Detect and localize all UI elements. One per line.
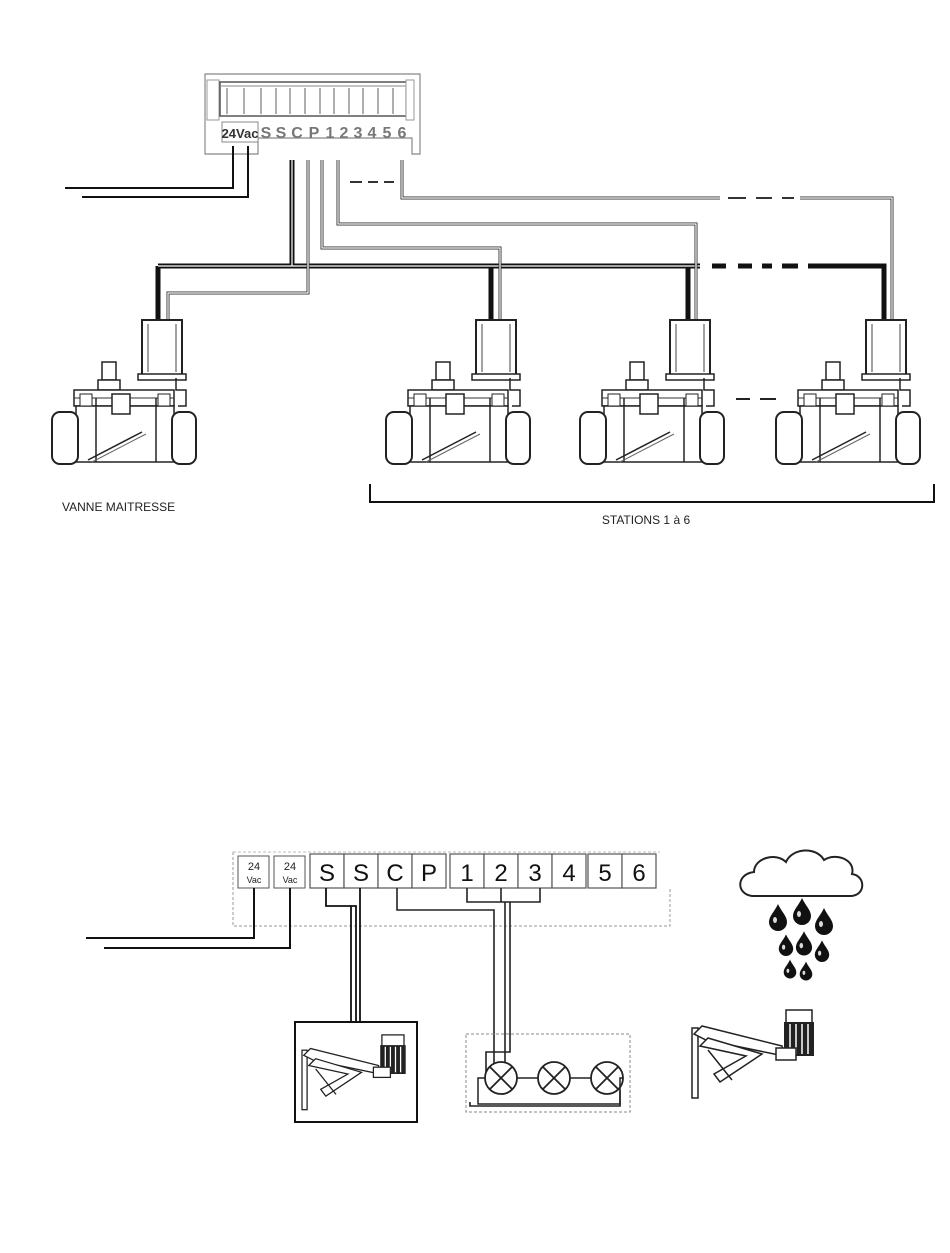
station-valve-icon xyxy=(580,320,724,464)
station-valve-icon xyxy=(386,320,530,464)
bottom-power-terminals: 24 Vac 24 Vac xyxy=(238,856,305,888)
top-station-wires xyxy=(168,160,892,320)
bottom-terminal-p: P xyxy=(421,860,437,887)
power-terminal-1-bottom: Vac xyxy=(247,875,262,885)
bottom-terminal-s1: S xyxy=(319,860,335,887)
rain-sensor-icon xyxy=(692,1010,814,1098)
bottom-terminal-s2: S xyxy=(353,860,369,887)
bottom-power-wires xyxy=(86,888,290,948)
bottom-terminal-strip: S S C P 1 2 3 4 5 6 xyxy=(310,854,656,888)
lamp-box xyxy=(466,1034,630,1112)
bottom-terminal-4: 4 xyxy=(562,860,575,887)
bottom-terminal-1: 1 xyxy=(460,860,473,887)
master-valve-icon xyxy=(52,320,196,464)
lamp-icon xyxy=(538,1062,570,1094)
rain-cloud-icon xyxy=(740,850,862,980)
bottom-terminal-6: 6 xyxy=(632,860,645,887)
top-diagram: 24Vac S S C P 1 2 3 4 5 6 xyxy=(52,74,934,527)
top-common-wire xyxy=(158,160,884,320)
stations-label: STATIONS 1 à 6 xyxy=(602,513,691,527)
master-valve-label: VANNE MAITRESSE xyxy=(62,500,175,514)
power-terminal-1-top: 24 xyxy=(248,861,260,873)
top-terminal-strip: 24Vac S S C P 1 2 3 4 5 6 xyxy=(205,74,420,154)
sensor-wires xyxy=(326,888,360,1022)
top-terminal-c: C xyxy=(291,125,303,142)
power-terminal-2-top: 24 xyxy=(284,861,296,873)
stations-bracket xyxy=(370,484,934,502)
station-valve-icon xyxy=(776,320,920,464)
top-terminal-6: 6 xyxy=(398,125,407,142)
top-terminal-2: 2 xyxy=(340,125,349,142)
top-terminal-5: 5 xyxy=(383,125,392,142)
bottom-terminal-2: 2 xyxy=(494,860,507,887)
lamp-icon xyxy=(591,1062,623,1094)
top-power-terminal-label: 24Vac xyxy=(222,126,259,141)
bottom-diagram: 24 Vac 24 Vac S S C xyxy=(86,850,862,1122)
lamp-icon xyxy=(485,1062,517,1094)
top-terminal-s2: S xyxy=(276,125,287,142)
bottom-terminal-c: C xyxy=(386,860,403,887)
wired-rain-sensor-box xyxy=(295,1022,417,1122)
top-terminal-4: 4 xyxy=(368,125,377,142)
top-terminal-s1: S xyxy=(261,125,272,142)
bottom-terminal-3: 3 xyxy=(528,860,541,887)
top-terminal-1: 1 xyxy=(326,125,335,142)
top-terminal-3: 3 xyxy=(354,125,363,142)
top-terminal-p: P xyxy=(309,125,320,142)
power-terminal-2-bottom: Vac xyxy=(283,875,298,885)
raindrop-icons xyxy=(769,898,833,981)
bottom-terminal-5: 5 xyxy=(598,860,611,887)
